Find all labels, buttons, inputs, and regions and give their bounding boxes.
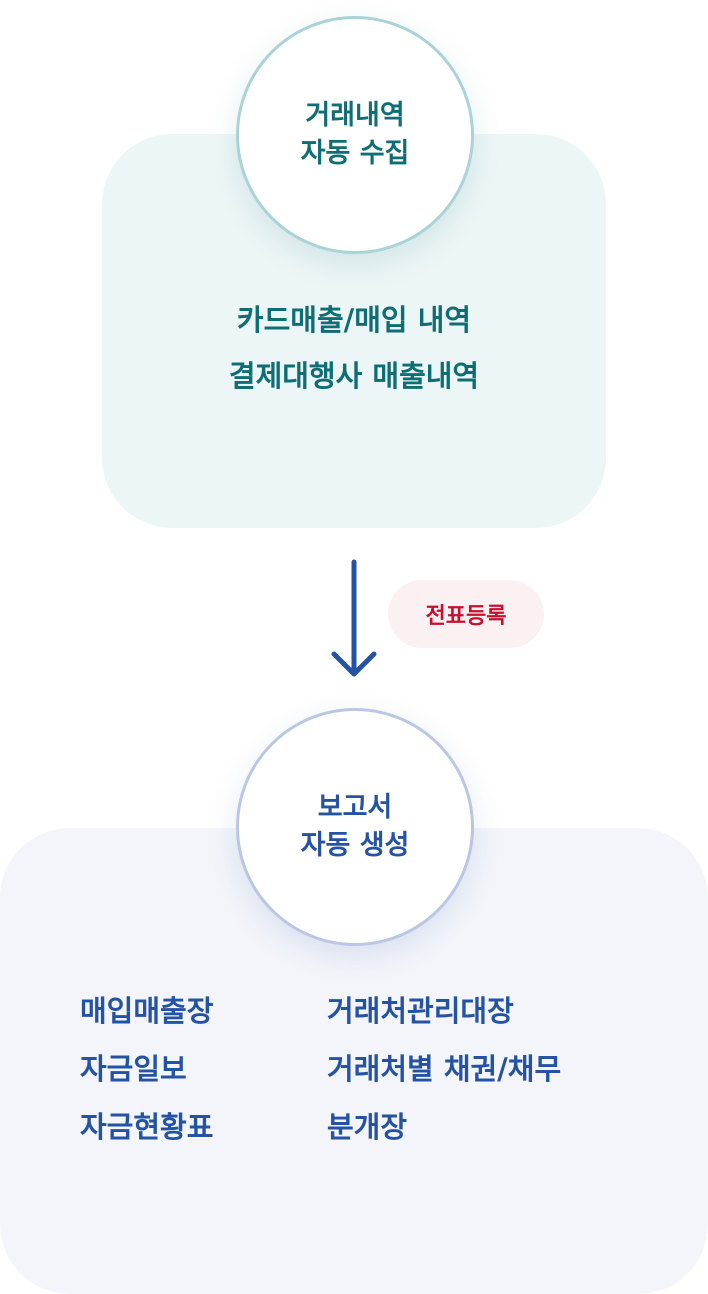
report-list-left: 매입매출장 자금일보 자금현황표: [80, 982, 213, 1156]
step-auto-report-circle: 보고서 자동 생성: [236, 708, 474, 946]
step2-title-line1: 보고서: [317, 792, 393, 823]
report-item: 거래처별 채권/채무: [327, 1052, 562, 1086]
report-item: 거래처관리대장: [327, 994, 514, 1028]
report-item: 분개장: [327, 1110, 408, 1144]
collection-item: 카드매출/매입 내역: [236, 303, 472, 337]
step2-title-line2: 자동 생성: [300, 830, 410, 861]
report-item: 매입매출장: [80, 994, 214, 1028]
step1-title-line1: 거래내역: [305, 100, 405, 131]
collection-items: 카드매출/매입 내역 결제대행사 매출내역: [102, 292, 606, 404]
badge-label: 전표등록: [425, 604, 507, 629]
step1-title-line2: 자동 수집: [300, 138, 410, 169]
voucher-registration-badge: 전표등록: [388, 580, 544, 648]
report-item: 자금일보: [80, 1052, 187, 1086]
collection-item: 결제대행사 매출내역: [228, 359, 480, 393]
step-auto-collect-circle: 거래내역 자동 수집: [236, 16, 474, 254]
report-list-right: 거래처관리대장 거래처별 채권/채무 분개장: [327, 982, 561, 1156]
arrow-down-icon: [331, 559, 377, 677]
report-item: 자금현황표: [80, 1110, 214, 1144]
